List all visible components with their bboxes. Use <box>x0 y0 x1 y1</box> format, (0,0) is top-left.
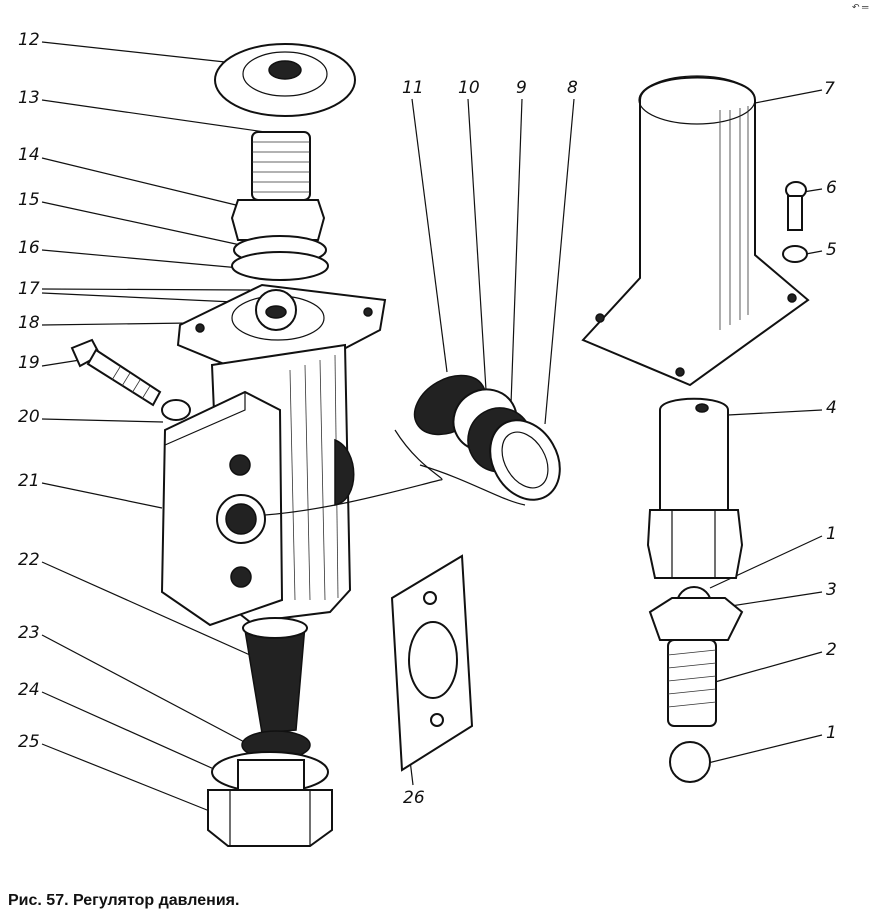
label-8: 8 <box>567 78 578 98</box>
label-15: 15 <box>18 190 40 210</box>
label-13: 13 <box>18 88 40 108</box>
part-21-block <box>160 390 284 627</box>
parts-8-11-strainer <box>264 374 561 516</box>
part-13-14-stem <box>230 131 326 241</box>
label-14: 14 <box>18 145 40 165</box>
part-19-bolt <box>70 338 162 407</box>
label-20: 20 <box>18 407 40 427</box>
label-4: 4 <box>826 398 837 418</box>
part-1-ball-lower <box>669 741 711 783</box>
label-22: 22 <box>18 550 40 570</box>
part-5-washer <box>782 245 808 263</box>
part-15-16-washers <box>231 235 329 281</box>
label-18: 18 <box>18 313 40 333</box>
label-19: 19 <box>18 353 40 373</box>
part-3-nut <box>648 597 744 641</box>
label-1-lower: 1 <box>826 723 837 743</box>
label-26: 26 <box>403 788 425 808</box>
label-25: 25 <box>18 732 40 752</box>
label-6: 6 <box>826 178 837 198</box>
label-7: 7 <box>824 79 835 99</box>
part-26-gasket <box>390 554 474 772</box>
label-17: 17 <box>18 279 40 299</box>
label-12: 12 <box>18 30 40 50</box>
label-5: 5 <box>826 240 837 260</box>
label-1-upper: 1 <box>826 524 837 544</box>
label-9: 9 <box>516 78 527 98</box>
part-12-cap <box>214 43 356 117</box>
part-23-25-nut <box>207 730 333 847</box>
label-21: 21 <box>18 471 40 491</box>
part-4-valve-body <box>646 397 744 579</box>
label-3: 3 <box>826 580 837 600</box>
label-16: 16 <box>18 238 40 258</box>
part-6-screw <box>785 181 807 231</box>
part-17-18-flange <box>176 283 387 387</box>
part-22-cone <box>242 617 308 734</box>
part-7-cover <box>581 75 810 387</box>
corner-mark: ↶ ═ <box>852 2 869 12</box>
figure-caption: Рис. 57. Регулятор давления. <box>8 892 240 909</box>
label-2: 2 <box>826 640 837 660</box>
label-23: 23 <box>18 623 40 643</box>
label-10: 10 <box>458 78 480 98</box>
leader-lines <box>41 41 823 813</box>
part-2-spring <box>667 639 717 727</box>
label-11: 11 <box>402 78 424 98</box>
label-24: 24 <box>18 680 40 700</box>
part-20-washer <box>161 399 191 421</box>
